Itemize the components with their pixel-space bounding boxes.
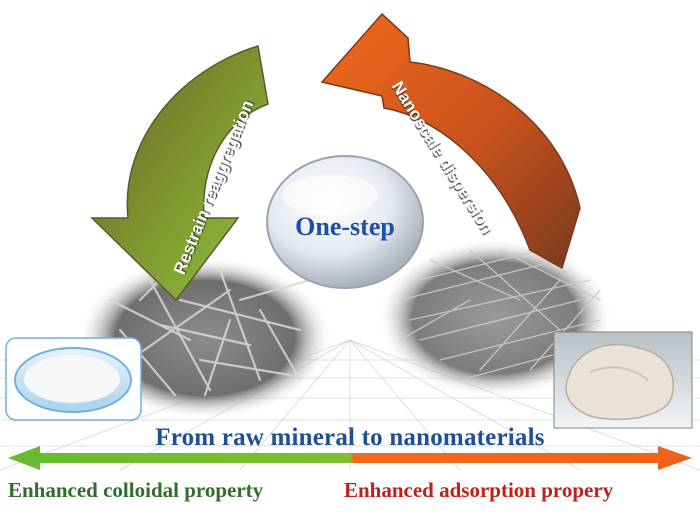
right-curved-arrow bbox=[320, 12, 581, 270]
bottom-left-label: Enhanced colloidal property bbox=[8, 478, 264, 502]
bottom-right-label: Enhanced adsorption propery bbox=[344, 478, 614, 502]
mineral-rock-photo bbox=[553, 331, 693, 429]
center-label: One-step bbox=[295, 212, 395, 241]
bottom-double-arrow bbox=[8, 446, 692, 470]
left-curved-arrow bbox=[90, 45, 269, 302]
powder-photo bbox=[5, 337, 142, 421]
center-sphere bbox=[266, 155, 424, 289]
banner-title: From raw mineral to nanomaterials bbox=[155, 424, 545, 451]
